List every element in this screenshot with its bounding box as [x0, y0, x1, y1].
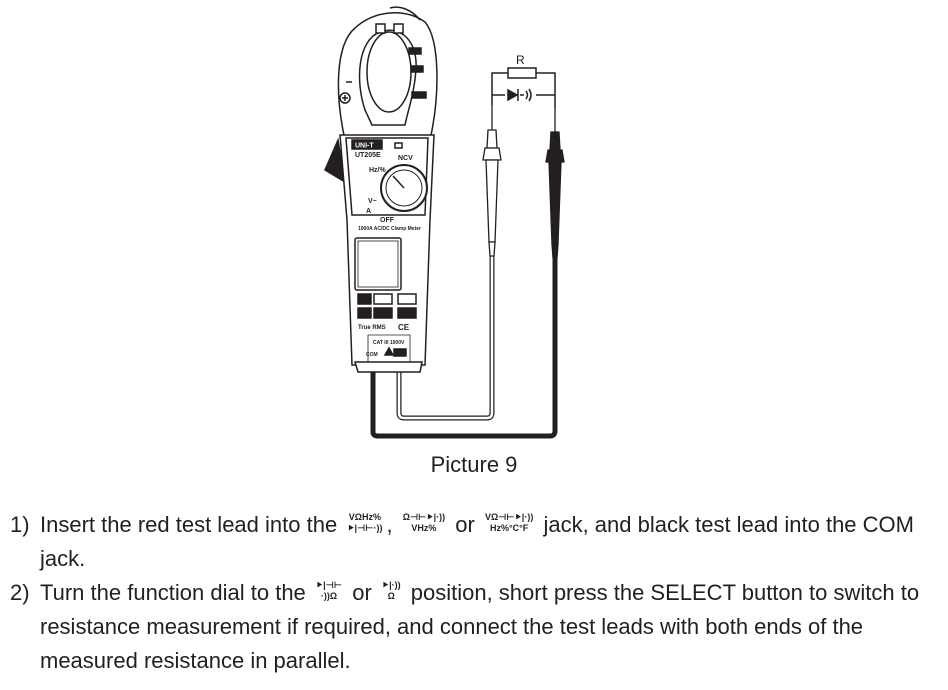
instruction-list: 1) Insert the red test lead into the VΩH…: [10, 508, 945, 678]
button-2: [373, 293, 393, 305]
brand-badge: [351, 139, 383, 150]
ce-mark: CE: [398, 323, 410, 332]
step-1-or: or: [455, 512, 475, 537]
test-lead-wires: [370, 252, 558, 439]
model-label: UT205E: [355, 152, 381, 159]
resistor-diode-circuit: R: [491, 53, 556, 108]
button-5: [373, 307, 393, 319]
clamp-meter: UNI-T UT205E NCV Hz/% V~ A OFF 1000A AC/…: [324, 6, 438, 373]
resistor-label: R: [516, 53, 525, 67]
step-2-text-b: position, short press the SELECT button …: [40, 580, 920, 673]
dial-v-label: V~: [368, 198, 377, 205]
step-1: 1) Insert the red test lead into the VΩH…: [10, 508, 945, 576]
device-caption: 1000A AC/DC Clamp Meter: [358, 226, 421, 232]
button-6: [397, 307, 417, 319]
step-1-text-b: jack, and black test lead into the COM j…: [40, 512, 914, 571]
jack-symbol-3: VΩ⊣⊢⯈|·))Hz%°C°F: [484, 512, 534, 534]
dial-symbol-2: ⯈|·))Ω: [381, 580, 401, 602]
button-4: [357, 307, 372, 319]
button-3: [397, 293, 417, 305]
true-rms-label: True RMS: [358, 325, 386, 331]
dial-symbol-1: ⯈|⊣⊢·))Ω: [315, 580, 343, 602]
step-1-text-a: Insert the red test lead into the: [40, 512, 338, 537]
brand-label: UNI-T: [355, 143, 374, 150]
dial-off-label: OFF: [380, 217, 395, 224]
clamp-meter-diagram: R UNI-T UT205E: [324, 6, 565, 439]
dial-ncv-label: NCV: [398, 155, 413, 162]
black-probe: [545, 108, 565, 259]
jack-symbol-2: Ω⊣⊢⯈|·))VHz%: [402, 512, 446, 534]
cat-label: CAT III 1000V: [373, 340, 405, 346]
step-2: 2) Turn the function dial to the ⯈|⊣⊢·))…: [10, 576, 945, 678]
step-1-number: 1): [10, 512, 30, 537]
comma: ,: [386, 512, 393, 537]
dial-hz-label: Hz/%: [369, 167, 387, 174]
step-2-text-a: Turn the function dial to the: [40, 580, 306, 605]
com-label: COM: [366, 352, 378, 358]
jack-symbol-1: VΩHz%⯈|⊣⊢·)): [347, 512, 383, 534]
dial-a-label: A: [366, 208, 371, 215]
red-probe: [482, 105, 502, 257]
button-1: [357, 293, 372, 305]
figure-caption: Picture 9: [430, 452, 518, 477]
step-2-number: 2): [10, 580, 30, 605]
step-2-or: or: [352, 580, 372, 605]
